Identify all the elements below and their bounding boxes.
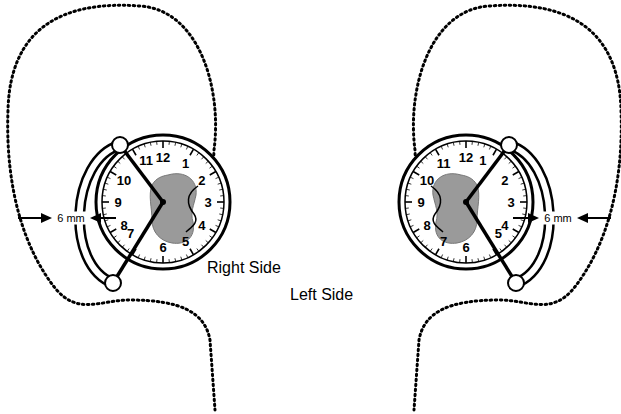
- clock-number: 4: [198, 218, 205, 231]
- clock-number: 3: [507, 196, 514, 209]
- dimension-label: 6 mm: [55, 212, 87, 225]
- clock-number: 4: [501, 218, 508, 231]
- clock-number: 1: [182, 157, 189, 170]
- clock-number: 12: [459, 151, 473, 164]
- clock-number: 9: [417, 196, 424, 209]
- clock-number: 1: [479, 154, 486, 167]
- clock-number: 11: [437, 157, 451, 170]
- side-label: Right Side: [207, 260, 281, 276]
- clock-number: 7: [440, 234, 447, 247]
- clock-number: 9: [114, 196, 121, 209]
- clock-number: 5: [495, 227, 502, 240]
- clock-number: 8: [423, 218, 430, 231]
- dimension-label: 6 mm: [542, 212, 574, 225]
- clock-number: 5: [182, 234, 189, 247]
- clock-number: 12: [156, 151, 170, 164]
- clock-number: 2: [501, 173, 508, 186]
- clock-number: 8: [120, 218, 127, 231]
- clock-number: 3: [204, 196, 211, 209]
- clock-number: 6: [159, 241, 166, 254]
- clock-number: 2: [198, 173, 205, 186]
- side-label: Left Side: [290, 287, 353, 303]
- clock-number: 7: [127, 227, 134, 240]
- clock-number: 10: [420, 173, 434, 186]
- clock-number: 11: [139, 154, 153, 167]
- clock-number: 6: [462, 241, 469, 254]
- clock-number: 10: [117, 173, 131, 186]
- left-side-figure: [399, 5, 621, 410]
- right-side-figure: [8, 5, 230, 410]
